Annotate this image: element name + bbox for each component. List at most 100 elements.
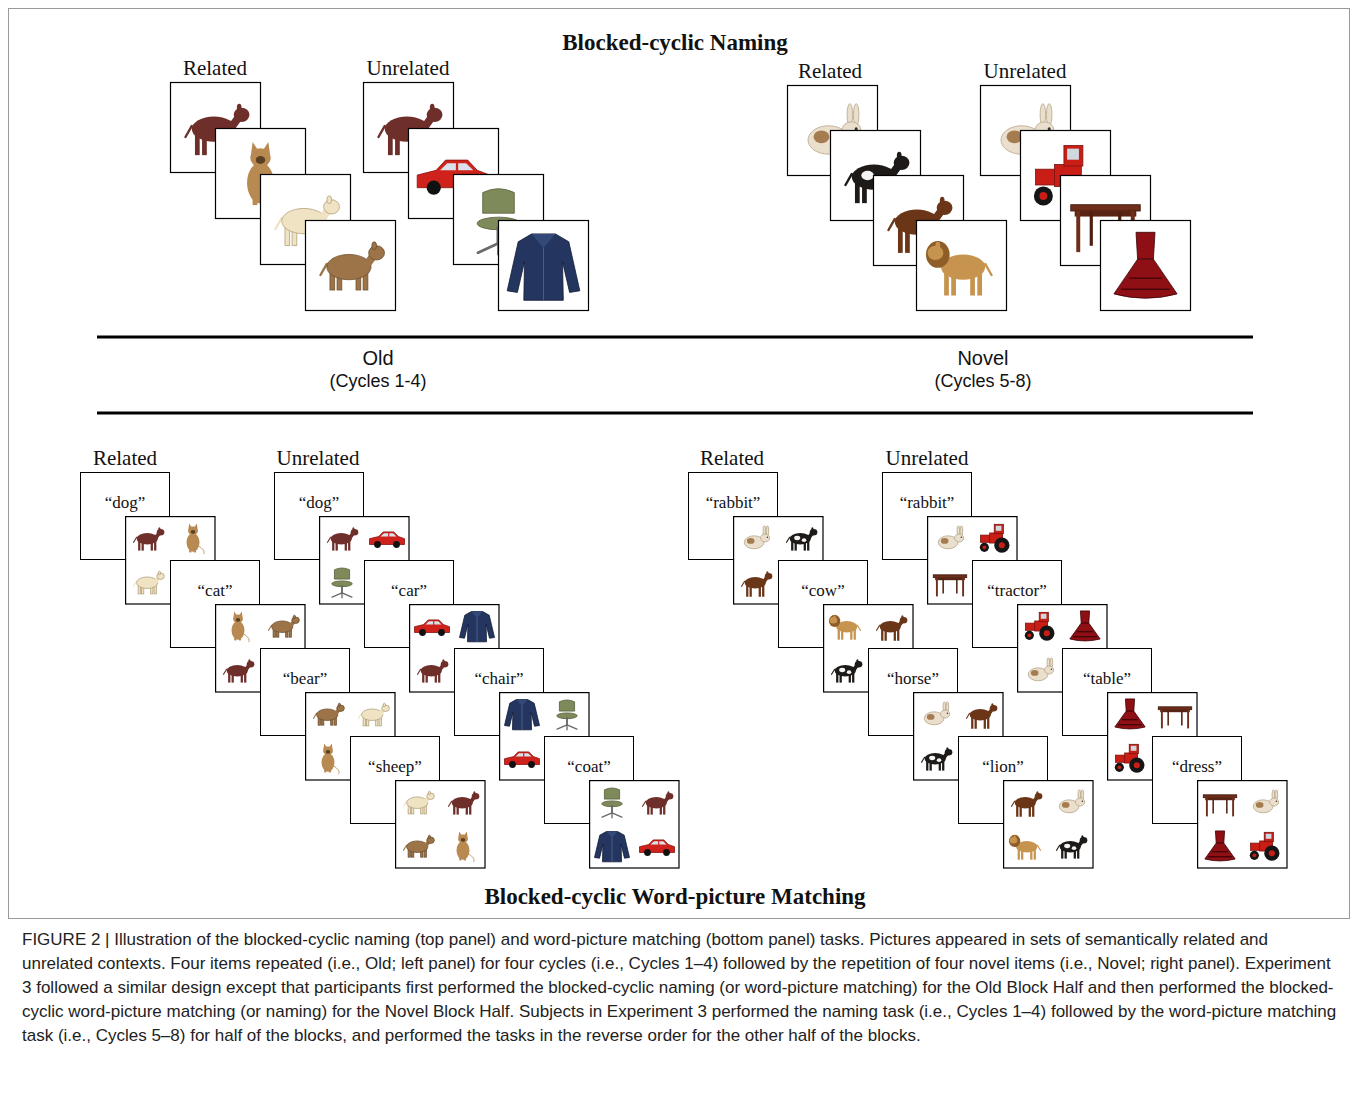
picture-card xyxy=(589,780,680,869)
shape xyxy=(1252,853,1256,857)
picture-dog xyxy=(328,527,359,550)
picture-lion xyxy=(1009,835,1041,860)
shape xyxy=(1264,832,1273,841)
picture-dog xyxy=(224,659,255,682)
picture-rabbit xyxy=(1028,658,1053,681)
shape xyxy=(956,578,958,593)
shape xyxy=(761,534,770,542)
picture-car xyxy=(640,840,675,856)
shape xyxy=(449,801,452,806)
shape xyxy=(1167,710,1169,725)
shape xyxy=(833,615,835,619)
picture-card xyxy=(1101,221,1191,311)
card-border xyxy=(1101,221,1191,311)
shape xyxy=(351,529,359,535)
word-label: “rabbit” xyxy=(900,493,955,513)
condition-label: Unrelated xyxy=(277,447,360,470)
shape xyxy=(262,142,270,155)
word-label: “dog” xyxy=(105,493,146,513)
shape xyxy=(926,241,950,268)
card-border xyxy=(1004,781,1093,868)
word-label: “tractor” xyxy=(987,581,1046,601)
picture-lion xyxy=(926,241,992,296)
shape xyxy=(442,659,444,663)
card-border xyxy=(1198,781,1287,868)
panel-title: Blocked-cyclic Naming xyxy=(562,30,788,55)
shape xyxy=(224,669,227,674)
picture-table xyxy=(933,575,966,597)
shape xyxy=(830,617,838,623)
shape xyxy=(933,575,966,578)
shape xyxy=(1082,801,1084,802)
shape xyxy=(1232,798,1234,817)
shape xyxy=(900,617,908,623)
shape xyxy=(341,593,342,598)
condition-label: Unrelated xyxy=(984,60,1067,83)
shape xyxy=(430,104,435,112)
shape xyxy=(458,163,473,170)
shape xyxy=(404,845,407,850)
shape xyxy=(1076,211,1080,252)
shape xyxy=(604,788,619,799)
shape xyxy=(1034,187,1053,206)
shape xyxy=(188,524,192,530)
word-label: “lion” xyxy=(982,757,1024,777)
shape xyxy=(1090,213,1093,246)
shape xyxy=(1075,211,1137,217)
word-label: “coat” xyxy=(567,757,610,777)
phase-label: Novel xyxy=(957,347,1008,369)
word-label: “sheep” xyxy=(368,757,422,777)
shape xyxy=(1129,744,1138,753)
shape xyxy=(334,568,349,579)
shape xyxy=(464,853,466,860)
picture-chair xyxy=(602,788,623,818)
shape xyxy=(185,126,191,137)
shape xyxy=(985,264,991,275)
shape xyxy=(994,538,1009,553)
panel-title: Blocked-cyclic Word-picture Matching xyxy=(484,884,865,909)
shape xyxy=(1212,798,1214,813)
shape xyxy=(1161,710,1163,729)
shape xyxy=(516,753,524,756)
shape xyxy=(1064,145,1083,166)
shape xyxy=(342,593,352,597)
condition-label: Unrelated xyxy=(886,447,969,470)
shape xyxy=(643,801,646,806)
picture-rabbit xyxy=(1253,790,1278,813)
shape xyxy=(811,527,813,531)
shape xyxy=(855,661,863,667)
shape xyxy=(936,578,938,597)
shape xyxy=(857,625,860,630)
shape xyxy=(483,189,515,214)
condition-label: Related xyxy=(183,57,247,80)
shape xyxy=(1215,831,1224,843)
shape xyxy=(237,104,242,112)
shape xyxy=(1115,763,1124,772)
shape xyxy=(471,612,482,619)
shape xyxy=(1250,851,1259,860)
shape xyxy=(236,618,241,622)
shape xyxy=(352,527,354,531)
shape xyxy=(269,625,272,630)
shape xyxy=(194,524,198,530)
shape xyxy=(372,242,377,250)
shape xyxy=(941,538,949,544)
picture-chair xyxy=(557,700,578,730)
shape xyxy=(438,629,445,636)
picture-rabbit xyxy=(1059,790,1084,813)
shape xyxy=(457,841,470,860)
shape xyxy=(1270,798,1279,806)
shape xyxy=(611,806,613,813)
shape xyxy=(247,661,255,667)
shape xyxy=(441,661,449,667)
shape xyxy=(1212,851,1227,852)
phase-label: Old xyxy=(362,347,393,369)
shape xyxy=(256,156,265,164)
picture-dog xyxy=(418,659,449,682)
shape xyxy=(434,621,441,624)
shape xyxy=(1226,798,1228,813)
shape xyxy=(505,700,540,730)
shape xyxy=(1025,631,1034,640)
shape xyxy=(980,543,989,552)
shape xyxy=(566,718,568,725)
